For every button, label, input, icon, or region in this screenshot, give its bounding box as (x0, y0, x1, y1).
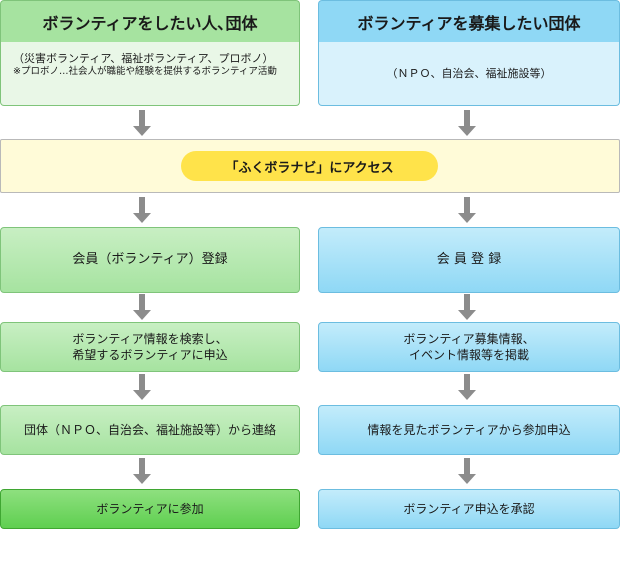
left-step-contact-label: 団体（ＮＰＯ、自治会、福祉施設等）から連絡 (23, 423, 276, 437)
left-step-search-line1: ボランティア情報を検索し、 (72, 332, 228, 346)
down-arrow-icon (133, 374, 151, 400)
down-arrow-icon (458, 197, 476, 223)
right-step-post: ボランティア募集情報、 イベント情報等を掲載 (318, 322, 620, 372)
right-step-post-line2: イベント情報等を掲載 (408, 348, 529, 362)
left-header-note: ※プロボノ…社会人が職能や経験を提供するボランティア活動 (13, 66, 277, 77)
down-arrow-icon (458, 110, 476, 136)
left-step-register: 会員（ボランティア）登録 (0, 227, 300, 293)
access-bar: 「ふくボラナビ」にアクセス (0, 139, 620, 193)
right-header-body: （ＮＰＯ、自治会、福祉施設等） (318, 42, 620, 106)
right-header-title: ボランティアを募集したい団体 (357, 13, 581, 33)
access-label: 「ふくボラナビ」にアクセス (225, 160, 394, 176)
left-step-search: ボランティア情報を検索し、 希望するボランティアに申込 (0, 322, 300, 372)
left-header-title: ボランティアをしたい人､団体 (42, 13, 258, 33)
right-step-approve-label: ボランティア申込を承認 (403, 502, 535, 516)
down-arrow-icon (458, 374, 476, 400)
down-arrow-icon (458, 458, 476, 484)
right-step-apply: 情報を見たボランティアから参加申込 (318, 405, 620, 455)
left-step-participate-label: ボランティアに参加 (96, 502, 204, 516)
right-step-register-label: 会 員 登 録 (436, 252, 502, 267)
down-arrow-icon (133, 110, 151, 136)
left-step-search-line2: 希望するボランティアに申込 (72, 348, 228, 362)
right-step-apply-label: 情報を見たボランティアから参加申込 (367, 423, 571, 437)
left-step-contact: 団体（ＮＰＯ、自治会、福祉施設等）から連絡 (0, 405, 300, 455)
access-pill[interactable]: 「ふくボラナビ」にアクセス (181, 151, 438, 181)
down-arrow-icon (133, 197, 151, 223)
left-step-register-label: 会員（ボランティア）登録 (72, 252, 228, 267)
down-arrow-icon (133, 294, 151, 320)
down-arrow-icon (133, 458, 151, 484)
left-header-title-box: ボランティアをしたい人､団体 (0, 0, 300, 42)
right-step-approve: ボランティア申込を承認 (318, 489, 620, 529)
right-step-post-line1: ボランティア募集情報、 (403, 332, 535, 346)
left-header-desc: （災害ボランティア、福祉ボランティア、プロボノ） (13, 52, 274, 65)
down-arrow-icon (458, 294, 476, 320)
left-step-participate: ボランティアに参加 (0, 489, 300, 529)
right-header-title-box: ボランティアを募集したい団体 (318, 0, 620, 42)
left-header-body: （災害ボランティア、福祉ボランティア、プロボノ） ※プロボノ…社会人が職能や経験… (0, 42, 300, 106)
right-header-desc: （ＮＰＯ、自治会、福祉施設等） (386, 66, 552, 80)
right-step-register: 会 員 登 録 (318, 227, 620, 293)
